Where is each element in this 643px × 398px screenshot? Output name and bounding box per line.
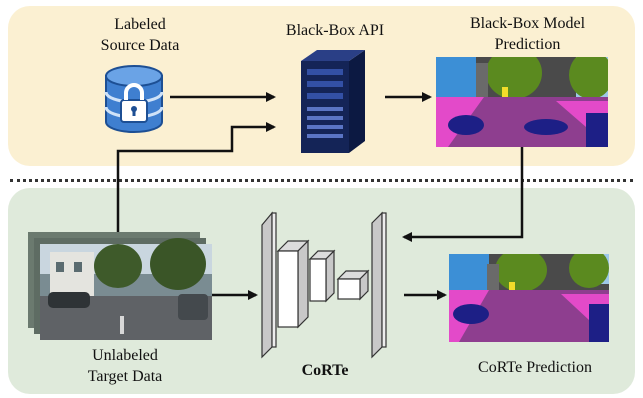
prediction-label-line1: Black-Box Model [469, 15, 586, 32]
target-label-line2: Target Data [87, 368, 163, 385]
prediction-label-line2: Prediction [494, 36, 561, 53]
section-divider [10, 179, 633, 182]
blackbox-prediction-label: Black-Box Model Prediction [440, 13, 615, 55]
source-label-line2: Source Data [100, 37, 180, 54]
corte-prediction-image [449, 254, 609, 342]
server-icon [301, 50, 365, 153]
blackbox-prediction-image [436, 57, 608, 147]
source-data-label: Labeled Source Data [70, 14, 210, 56]
database-lock-icon [104, 65, 164, 133]
corte-prediction-label: CoRTe Prediction [478, 359, 592, 376]
arrow-prediction-to-corte [402, 147, 524, 242]
api-label: Black-Box API [285, 22, 385, 39]
target-label-line1: Unlabeled [92, 347, 158, 364]
target-data-label: Unlabeled Target Data [55, 345, 195, 387]
source-label-line1: Labeled [114, 16, 166, 33]
corte-network-icon [261, 211, 387, 359]
corte-model-label: CoRTe [301, 362, 349, 379]
target-data-images [28, 232, 212, 340]
arrow-target-to-api [116, 122, 276, 234]
